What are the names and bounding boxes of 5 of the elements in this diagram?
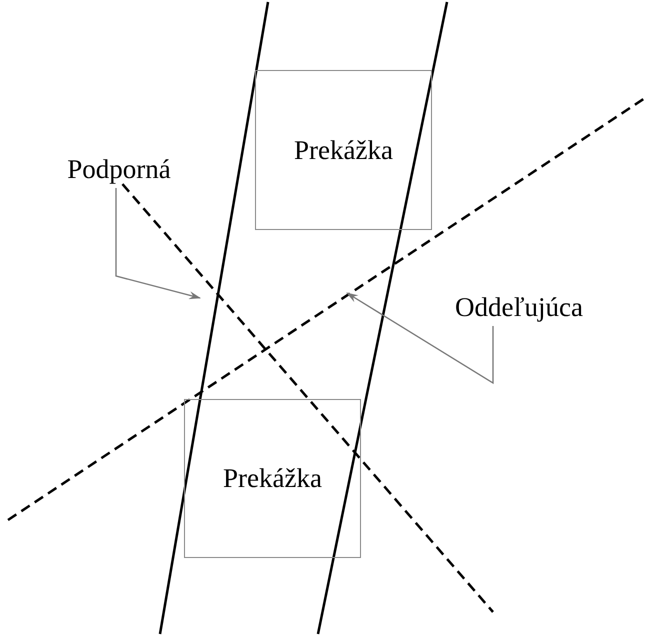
leader-line bbox=[346, 292, 494, 384]
obstacle-box: Prekážka bbox=[184, 399, 361, 558]
obstacle-box: Prekážka bbox=[255, 70, 432, 230]
leader-line bbox=[115, 188, 201, 300]
callout-label: Podporná bbox=[44, 150, 194, 188]
